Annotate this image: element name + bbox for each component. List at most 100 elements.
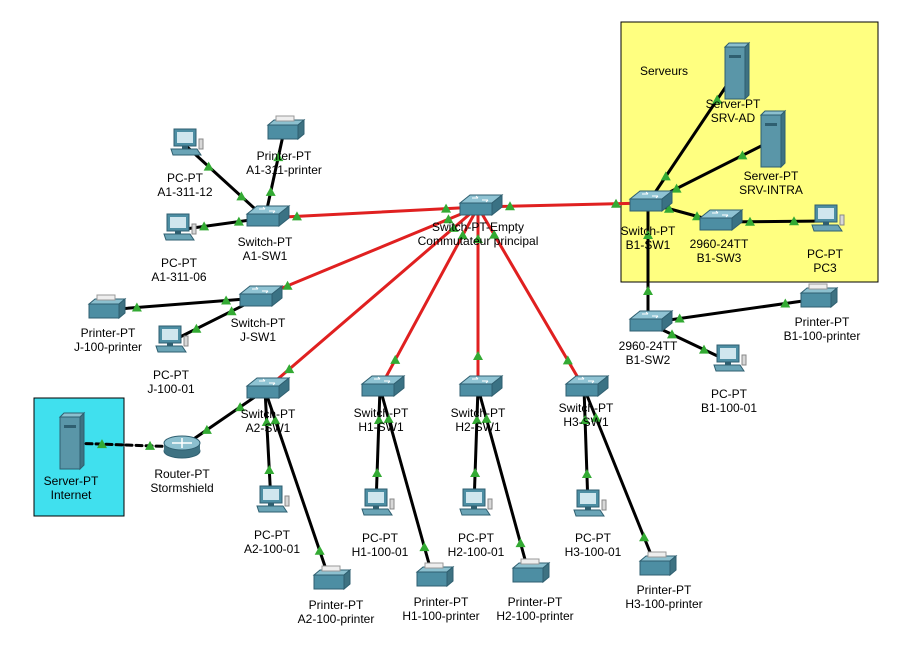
link-h2sw1-h2pr[interactable] bbox=[476, 386, 531, 576]
link-a1sw1-a1pr[interactable] bbox=[263, 129, 286, 220]
link-status-icon bbox=[699, 344, 709, 354]
link-core-h1sw1[interactable] bbox=[378, 205, 480, 390]
switch-icon[interactable] bbox=[628, 189, 674, 213]
link-a2sw1-a2pr[interactable] bbox=[263, 388, 332, 583]
link-jsw1-jpr[interactable] bbox=[103, 295, 260, 312]
server-icon[interactable] bbox=[759, 109, 787, 169]
link-a2sw1-router[interactable] bbox=[180, 388, 267, 449]
pc-icon[interactable] bbox=[163, 213, 197, 241]
link-router-srvinternet[interactable] bbox=[68, 439, 184, 450]
printer-icon[interactable] bbox=[511, 558, 551, 584]
device-name-label: B1-SW2 bbox=[626, 353, 671, 367]
link-status-icon bbox=[373, 414, 384, 424]
printer-icon[interactable] bbox=[638, 551, 678, 577]
printer-icon[interactable] bbox=[266, 115, 306, 141]
switch-icon[interactable] bbox=[628, 309, 674, 333]
link-h1sw1-h1pr[interactable] bbox=[378, 386, 435, 580]
switch-icon[interactable] bbox=[458, 193, 504, 217]
switch-icon[interactable] bbox=[458, 374, 504, 398]
link-status-icon bbox=[590, 412, 601, 422]
device-name-label: A2-100-01 bbox=[244, 542, 300, 556]
printer-icon[interactable] bbox=[87, 294, 127, 320]
device-jpc[interactable]: PC-PTJ-100-01 bbox=[147, 325, 195, 396]
device-jsw1[interactable]: Switch-PTJ-SW1 bbox=[231, 284, 286, 344]
switch-icon[interactable] bbox=[360, 374, 406, 398]
device-jpr[interactable]: Printer-PTJ-100-printer bbox=[74, 294, 142, 354]
device-name-label: B1-SW3 bbox=[697, 251, 742, 265]
device-name-label: A1-SW1 bbox=[243, 249, 288, 263]
link-h3sw1-h3pr[interactable] bbox=[582, 386, 658, 569]
switch-icon[interactable] bbox=[564, 374, 610, 398]
switch-icon[interactable] bbox=[245, 204, 291, 228]
link-h1sw1-h1pc[interactable] bbox=[372, 386, 384, 507]
link-core-a2sw1[interactable] bbox=[263, 205, 480, 392]
device-model-label: PC-PT bbox=[362, 531, 399, 545]
link-b1sw2-b1pr[interactable] bbox=[646, 297, 819, 325]
pc-icon[interactable] bbox=[713, 344, 747, 372]
link-status-icon bbox=[643, 230, 653, 239]
device-name-label: A1-311-06 bbox=[151, 270, 206, 284]
switch-icon[interactable] bbox=[238, 284, 284, 308]
link-core-b1sw1[interactable] bbox=[476, 198, 650, 211]
device-model-label: Switch-PT bbox=[241, 407, 296, 421]
device-name-label: J-100-01 bbox=[147, 382, 195, 396]
link-h2sw1-h2pc[interactable] bbox=[470, 386, 482, 507]
device-name-label: H2-100-printer bbox=[496, 609, 573, 623]
pc-icon[interactable] bbox=[811, 204, 845, 232]
pc-icon[interactable] bbox=[573, 489, 607, 517]
device-name-label: H3-100-printer bbox=[625, 597, 702, 611]
pc-icon[interactable] bbox=[170, 128, 204, 156]
link-status-icon bbox=[481, 413, 492, 423]
link-b1sw1-srvad[interactable] bbox=[646, 71, 737, 205]
pc-icon[interactable] bbox=[361, 488, 395, 516]
link-core-jsw1[interactable] bbox=[256, 205, 480, 300]
server-icon[interactable] bbox=[58, 411, 86, 471]
device-model-label: Printer-PT bbox=[257, 149, 312, 163]
link-core-a1sw1[interactable] bbox=[263, 203, 480, 221]
pc-icon[interactable] bbox=[256, 485, 290, 513]
switch-icon[interactable] bbox=[698, 208, 744, 232]
printer-icon[interactable] bbox=[799, 283, 839, 309]
link-h3sw1-h3pc[interactable] bbox=[580, 386, 592, 508]
link-status-icon bbox=[712, 94, 723, 104]
link-b1sw1-b1sw2[interactable] bbox=[643, 201, 653, 325]
link-core-h3sw1[interactable] bbox=[476, 205, 586, 390]
switch-icon[interactable] bbox=[245, 376, 291, 400]
pc-icon[interactable] bbox=[459, 488, 493, 516]
printer-icon[interactable] bbox=[312, 565, 352, 591]
link-core-h2sw1[interactable] bbox=[473, 205, 483, 390]
printer-icon[interactable] bbox=[415, 562, 455, 588]
server-icon[interactable] bbox=[723, 41, 751, 101]
link-a1sw1-a1pc12[interactable] bbox=[183, 143, 267, 220]
router-icon[interactable] bbox=[163, 435, 201, 459]
link-a2sw1-a2pc[interactable] bbox=[261, 388, 275, 504]
pc-icon[interactable] bbox=[155, 325, 189, 353]
